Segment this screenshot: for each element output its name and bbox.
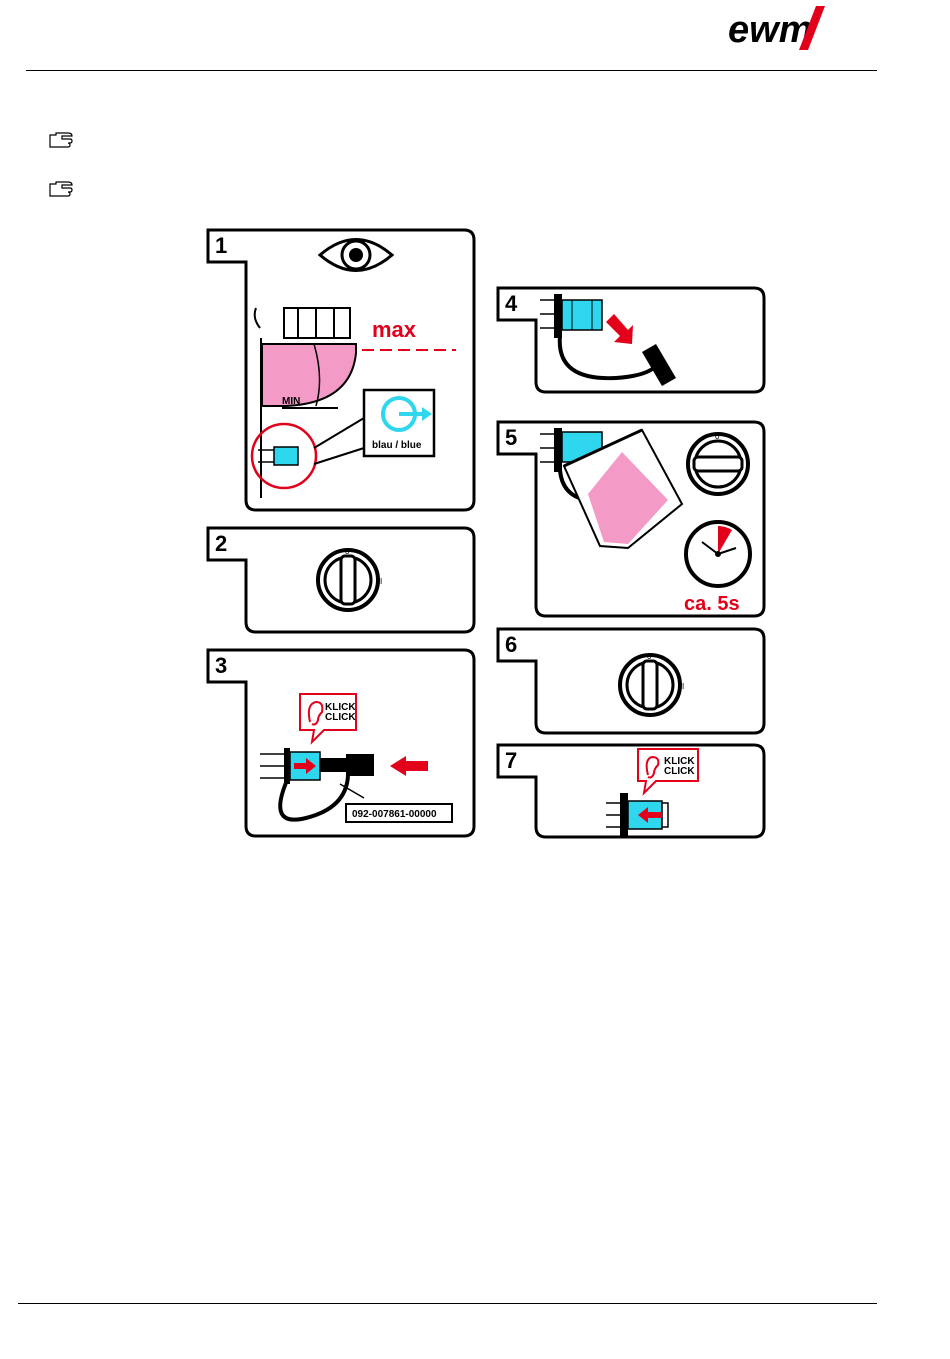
svg-text:I: I <box>682 682 684 691</box>
svg-text:0: 0 <box>345 547 350 556</box>
header-rule <box>26 70 877 71</box>
footer-rule <box>18 1303 877 1304</box>
step-number: 6 <box>505 632 517 657</box>
step-number: 4 <box>505 291 518 316</box>
svg-text:ewm: ewm <box>728 9 812 50</box>
min-label: MIN <box>282 396 300 407</box>
svg-text:CLICK: CLICK <box>664 766 695 777</box>
step-4-panel: 4 <box>496 286 768 396</box>
time-label: ca. 5s <box>684 593 740 615</box>
step-number: 5 <box>505 425 517 450</box>
svg-text:I: I <box>747 461 749 470</box>
svg-text:I: I <box>380 577 382 586</box>
step-number: 1 <box>215 233 227 258</box>
pointing-hand-icon <box>48 131 78 149</box>
clock-icon <box>686 522 750 586</box>
step-2-panel: 2 0 I <box>206 526 478 636</box>
step-6-panel: 6 0 I <box>496 627 768 737</box>
max-label: max <box>372 317 417 342</box>
coupling-label: blau / blue <box>372 440 422 451</box>
step-7-panel: 7 KLICK CLICK <box>496 743 768 841</box>
step-number: 7 <box>505 748 517 773</box>
svg-text:0: 0 <box>647 652 652 661</box>
rotary-switch-icon: 0 I <box>688 432 749 494</box>
pointing-hand-icon <box>48 180 78 198</box>
step-number: 3 <box>215 653 227 678</box>
step-number: 2 <box>215 531 227 556</box>
step-3-panel: 3 KLICK CLICK 092-007861-00000 <box>206 648 478 840</box>
step-5-panel: 5 0 I ca. 5s <box>496 420 768 620</box>
svg-text:CLICK: CLICK <box>325 712 356 723</box>
part-number: 092-007861-00000 <box>352 809 437 820</box>
svg-text:0: 0 <box>715 432 720 441</box>
step-1-panel: 1 MIN max blau / blue <box>206 228 478 514</box>
ewm-logo: ewm <box>728 6 860 50</box>
